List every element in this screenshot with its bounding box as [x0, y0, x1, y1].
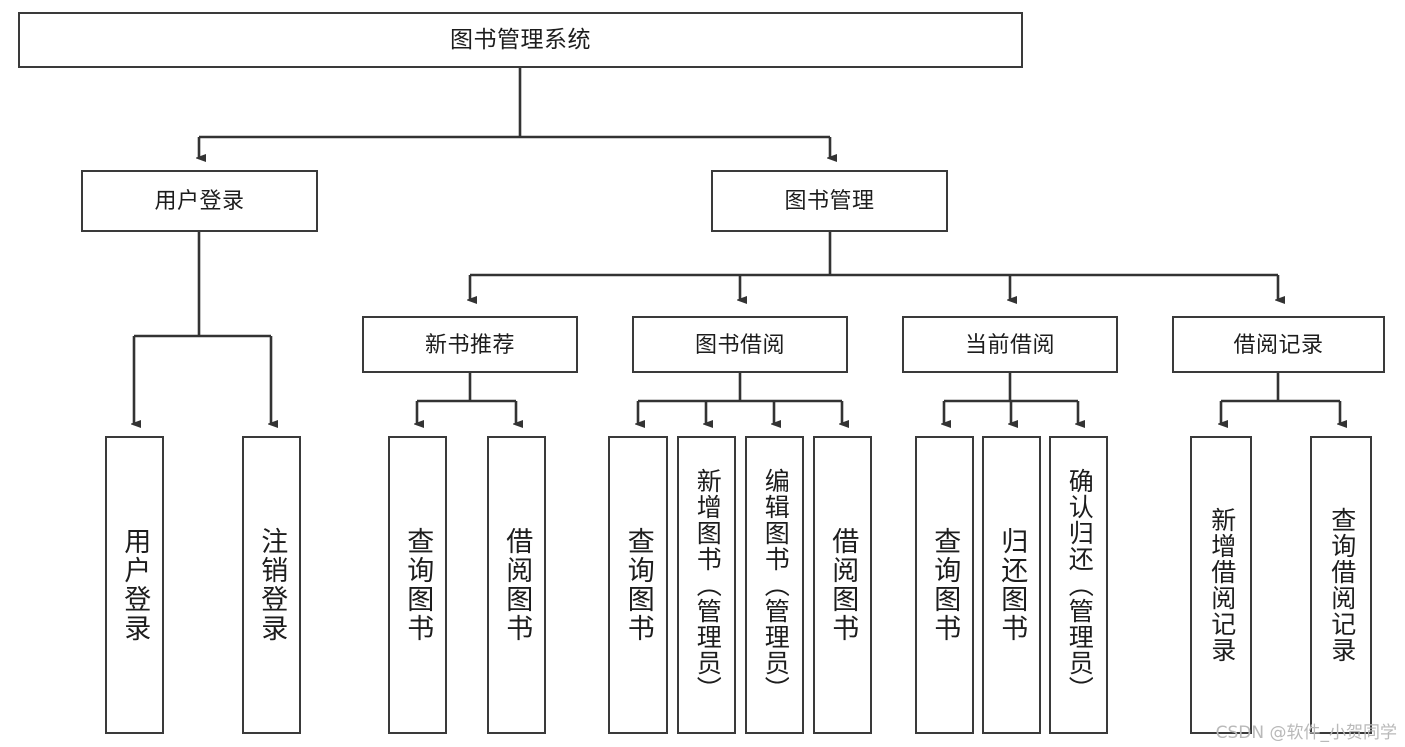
node-label: 查询图书: [930, 527, 961, 643]
node-label: 借阅图书: [828, 527, 859, 643]
node-label: 查询图书: [623, 527, 654, 643]
node-label: 借阅图书: [502, 527, 533, 643]
leaf-new-book-query[interactable]: 查询图书: [388, 436, 447, 734]
node-label: 借阅记录: [1233, 331, 1324, 357]
node-label: 查询借阅记录: [1327, 507, 1356, 663]
node-root-library-system[interactable]: 图书管理系统: [18, 12, 1023, 68]
node-label: 编辑图书（管理员）: [761, 468, 790, 702]
node-label: 图书管理系统: [450, 26, 591, 53]
node-current-borrow[interactable]: 当前借阅: [902, 316, 1118, 373]
node-label: 新增借阅记录: [1207, 507, 1236, 663]
leaf-user-login[interactable]: 用户登录: [105, 436, 164, 734]
leaf-borrow-query-book[interactable]: 查询图书: [608, 436, 668, 734]
node-book-management[interactable]: 图书管理: [711, 170, 948, 232]
node-label: 确认归还（管理员）: [1065, 468, 1094, 702]
node-label: 图书管理: [784, 188, 875, 214]
node-label: 查询图书: [403, 527, 434, 643]
node-label: 归还图书: [997, 527, 1028, 643]
node-label: 新增图书（管理员）: [693, 468, 722, 702]
leaf-borrow-borrow-book[interactable]: 借阅图书: [813, 436, 872, 734]
leaf-current-return-book[interactable]: 归还图书: [982, 436, 1041, 734]
node-book-borrow[interactable]: 图书借阅: [632, 316, 848, 373]
csdn-watermark: CSDN @软件_小贺同学: [1215, 723, 1397, 743]
leaf-record-query[interactable]: 查询借阅记录: [1310, 436, 1372, 734]
leaf-new-book-borrow[interactable]: 借阅图书: [487, 436, 546, 734]
node-label: 用户登录: [120, 527, 151, 643]
leaf-current-query-book[interactable]: 查询图书: [915, 436, 974, 734]
node-label: 新书推荐: [424, 331, 515, 357]
node-user-login[interactable]: 用户登录: [81, 170, 318, 232]
leaf-current-confirm-return-admin[interactable]: 确认归还（管理员）: [1049, 436, 1108, 734]
node-label: 用户登录: [154, 188, 245, 214]
node-new-book-recommend[interactable]: 新书推荐: [362, 316, 578, 373]
node-borrow-record[interactable]: 借阅记录: [1172, 316, 1385, 373]
node-label: 注销登录: [257, 527, 288, 643]
leaf-borrow-add-book-admin[interactable]: 新增图书（管理员）: [677, 436, 736, 734]
leaf-borrow-edit-book-admin[interactable]: 编辑图书（管理员）: [745, 436, 804, 734]
leaf-record-add[interactable]: 新增借阅记录: [1190, 436, 1252, 734]
leaf-user-logout[interactable]: 注销登录: [242, 436, 301, 734]
node-label: 当前借阅: [964, 331, 1055, 357]
node-label: 图书借阅: [694, 331, 785, 357]
